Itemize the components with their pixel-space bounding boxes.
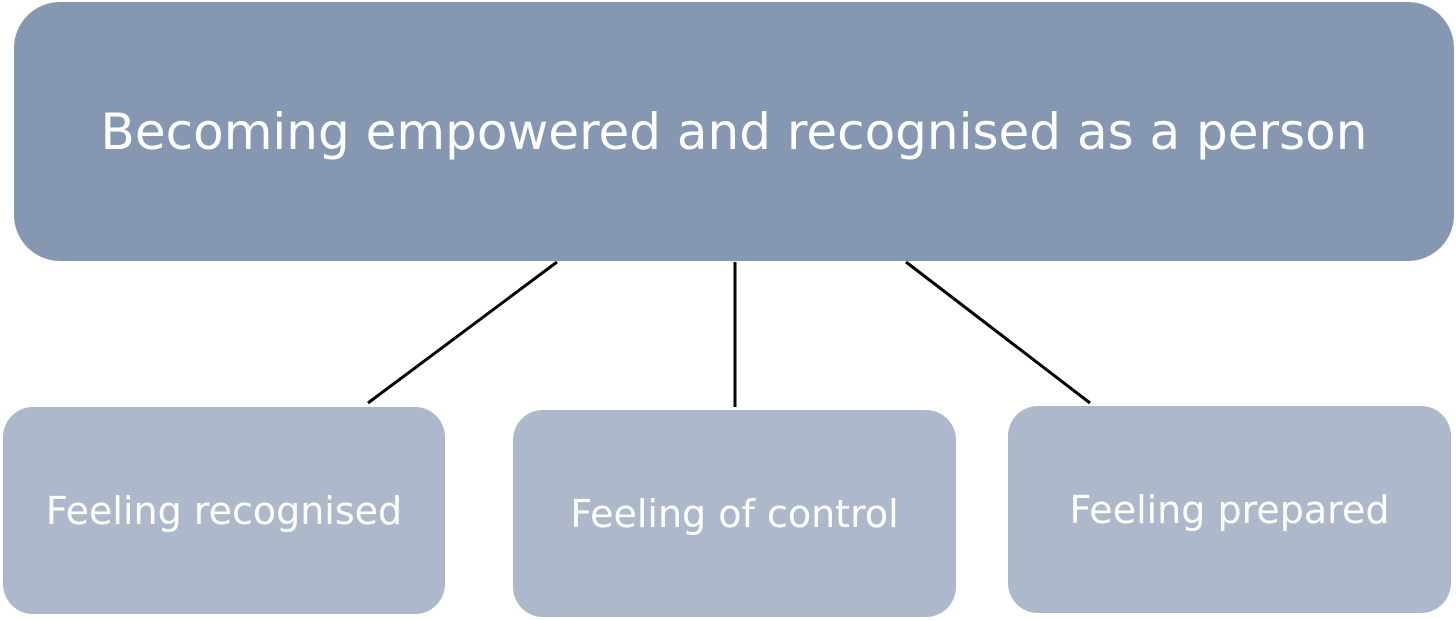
- child-node-label: Feeling prepared: [1069, 487, 1390, 532]
- child-node-label: Feeling of control: [570, 491, 899, 536]
- connector-root-to-feeling-recognised: [367, 260, 558, 405]
- connector-root-to-feeling-prepared: [905, 260, 1091, 405]
- child-node-feeling-recognised: Feeling recognised: [3, 407, 445, 614]
- root-node: Becoming empowered and recognised as a p…: [14, 2, 1454, 261]
- child-node-label: Feeling recognised: [45, 488, 403, 533]
- child-node-feeling-prepared: Feeling prepared: [1008, 406, 1451, 613]
- child-node-feeling-of-control: Feeling of control: [513, 410, 956, 617]
- root-node-label: Becoming empowered and recognised as a p…: [100, 102, 1368, 161]
